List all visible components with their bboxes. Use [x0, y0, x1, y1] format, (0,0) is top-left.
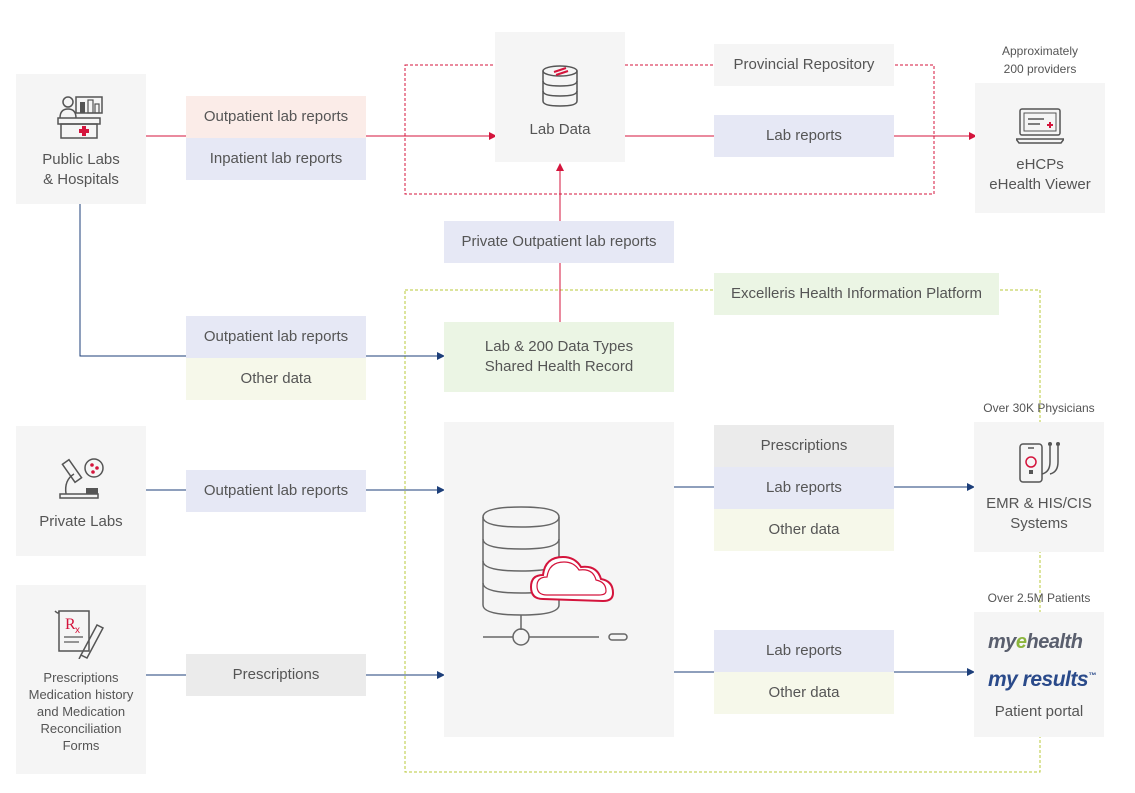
portal-other-label: Other data [714, 672, 894, 714]
microscope-icon [56, 454, 106, 500]
myehealth-logo: myehealth [988, 631, 1083, 653]
ehcps-card: eHCPs eHealth Viewer [975, 83, 1105, 213]
prescriptions-source-card: R x Prescriptions Medication history and… [16, 585, 146, 774]
emr-other-label: Other data [714, 509, 894, 551]
prescriptions-source-label: Prescriptions Medication history and Med… [28, 670, 134, 753]
monitor-icon [1016, 107, 1064, 145]
portal-lab-reports-label: Lab reports [714, 630, 894, 672]
public-outpatient-label: Outpatient lab reports [186, 96, 366, 138]
platform-title: Excelleris Health Information Platform [714, 273, 999, 315]
prescription-icon: R x [53, 609, 109, 659]
private-labs-label: Private Labs [39, 513, 123, 530]
emr-card: EMR & HIS/CIS Systems [974, 422, 1104, 552]
myresults-logo: my results™ [988, 668, 1096, 691]
emr-lab-reports-label: Lab reports [714, 467, 894, 509]
portal-card: myehealth my results™ Patient portal [974, 612, 1104, 737]
hospital-icon [56, 94, 106, 140]
platform-server-card [444, 422, 674, 737]
svg-text:R: R [65, 616, 76, 633]
public-other-label: Other data [186, 358, 366, 400]
database-icon [540, 64, 580, 108]
provincial-repository-frame [404, 64, 935, 195]
emr-label: EMR & HIS/CIS Systems [986, 495, 1092, 532]
ehcps-caption: Approximately 200 providers [1001, 44, 1079, 76]
public-outpatient-2-label: Outpatient lab reports [186, 316, 366, 358]
private-outpatient-label: Outpatient lab reports [186, 470, 366, 512]
portal-label: Patient portal [994, 703, 1084, 720]
shared-record-box: Lab & 200 Data Types Shared Health Recor… [444, 322, 674, 392]
provincial-repository-label: Provincial Repository [714, 44, 894, 86]
public-labs-label: Public Labs & Hospitals [42, 151, 120, 188]
lab-data-label: Lab Data [529, 121, 591, 138]
portal-caption: Over 2.5M Patients [987, 591, 1091, 605]
public-labs-card: Public Labs & Hospitals [16, 74, 146, 204]
server-cloud-icon [479, 505, 639, 655]
public-inpatient-label: Inpatient lab reports [186, 138, 366, 180]
emr-prescriptions-label: Prescriptions [714, 425, 894, 467]
lab-data-card: Lab Data [495, 32, 625, 162]
ehcps-label: eHCPs eHealth Viewer [989, 156, 1091, 193]
ehr-device-icon [1016, 440, 1062, 486]
repo-lab-reports-label: Lab reports [714, 115, 894, 157]
private-labs-card: Private Labs [16, 426, 146, 556]
prescriptions-flow-label: Prescriptions [186, 654, 366, 696]
private-outpatient-up-label: Private Outpatient lab reports [444, 221, 674, 263]
svg-text:x: x [75, 625, 80, 636]
emr-caption: Over 30K Physicians [983, 401, 1095, 415]
